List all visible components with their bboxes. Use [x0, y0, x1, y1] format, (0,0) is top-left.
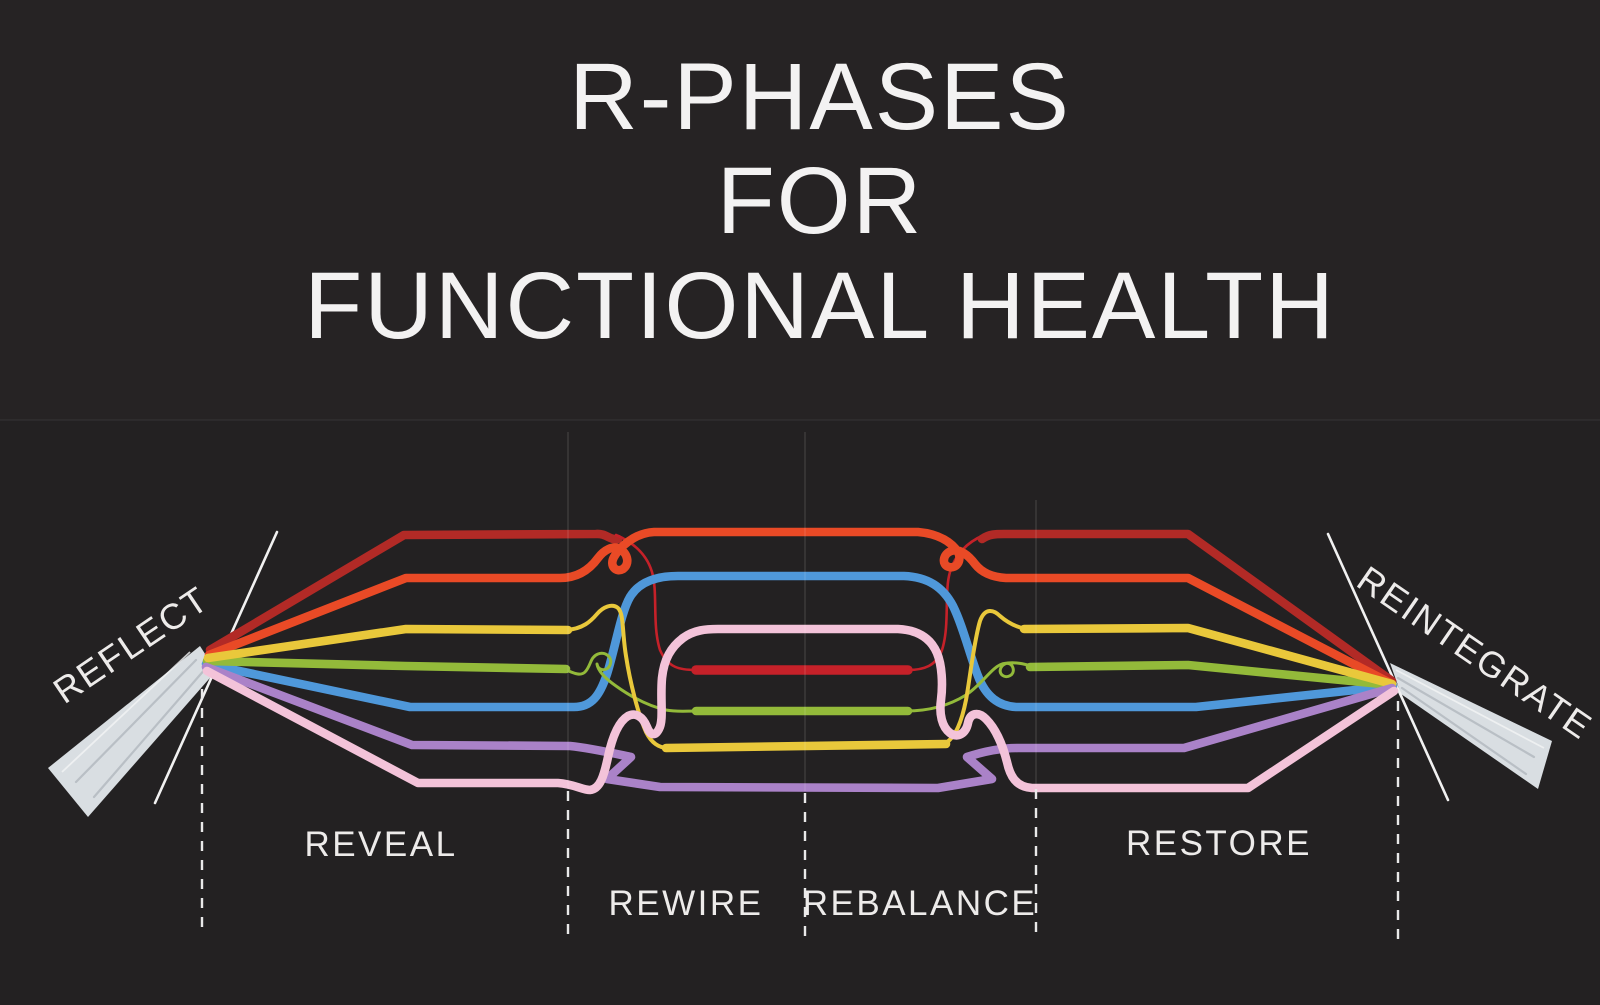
rope-streak — [1396, 676, 1536, 759]
label-rebalance: REBALANCE — [803, 884, 1038, 923]
strand-green-left — [202, 656, 571, 674]
strand-red-right — [977, 529, 1397, 686]
strand-yellow — [203, 603, 1397, 753]
label-rewire: REWIRE — [609, 884, 764, 923]
strand-red-left — [205, 529, 623, 655]
strand-green — [202, 651, 1397, 716]
chalk-rope-right — [1390, 663, 1552, 789]
rope-streak — [1400, 686, 1528, 776]
title-line-1: R-PHASES — [569, 44, 1071, 150]
strand-red-thin-left — [614, 533, 698, 672]
strand-yellow-right — [1019, 623, 1397, 689]
title: R-PHASES FOR FUNCTIONAL HEALTH — [304, 44, 1336, 359]
chalk-rope-left — [48, 646, 216, 817]
guide-line-right — [1326, 532, 1450, 802]
rope-streak — [92, 666, 208, 799]
title-line-3: FUNCTIONAL HEALTH — [304, 253, 1336, 359]
strand-pink — [202, 624, 1399, 795]
strand-green-right — [1025, 660, 1397, 690]
strand-yellow-center — [661, 739, 951, 753]
strand-orange — [204, 527, 1397, 689]
rope-streak — [74, 658, 198, 784]
strand-yellow-thin-right — [942, 609, 1028, 746]
title-line-2: FOR — [717, 148, 924, 254]
strand-blue — [201, 571, 1398, 712]
label-reveal: REVEAL — [304, 825, 457, 864]
chalk-rope-right-body — [1390, 663, 1552, 789]
chalk-rope-left-body — [48, 646, 216, 817]
label-restore: RESTORE — [1126, 824, 1312, 863]
rope-highlight — [1395, 669, 1545, 749]
background-top — [0, 0, 1600, 420]
strand-red — [205, 529, 1397, 686]
rope-highlight — [61, 651, 191, 773]
strand-yellow-left — [203, 624, 573, 663]
